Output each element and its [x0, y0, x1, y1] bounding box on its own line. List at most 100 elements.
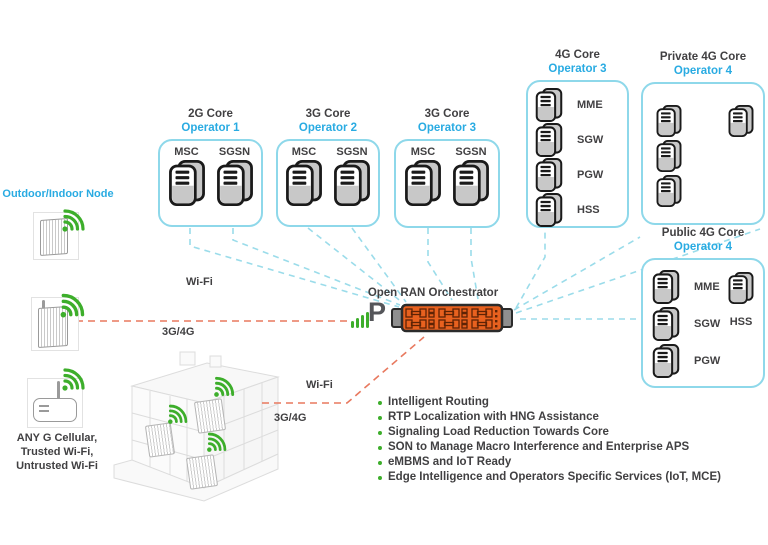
wifi-signal-icon	[212, 376, 235, 399]
line-2gcore-msc	[189, 228, 400, 308]
server-icon	[656, 140, 682, 172]
server-icon	[652, 270, 680, 304]
server-icon	[334, 160, 370, 206]
router-device	[27, 378, 83, 428]
indoor-access-point	[185, 454, 219, 490]
line-2gcore-sgsn	[232, 228, 401, 306]
feature-item: Signaling Load Reduction Towards Core	[378, 425, 760, 440]
server-icon	[535, 158, 563, 192]
corebox-3g-op3: MSC SGSN	[394, 139, 500, 228]
server-icon	[535, 193, 563, 227]
line-3gcore2-msc	[307, 227, 404, 304]
orchestrator-appliance-icon	[391, 303, 513, 333]
server-label: SGW	[577, 134, 604, 146]
core-title: Private 4G Core	[659, 51, 747, 63]
parallel-wireless-logo: P	[351, 297, 387, 331]
corebox-public-4g: MME SGW PGW HSS	[641, 258, 765, 388]
wifi-signal-icon	[205, 432, 227, 454]
server-column: MSC	[285, 146, 323, 225]
core-title-public-4g: Public 4G Core Operator 4	[641, 227, 765, 254]
core-title: Public 4G Core	[661, 227, 745, 239]
operator-label: Operator 4	[673, 64, 733, 77]
server-icon	[728, 105, 754, 137]
caption-line: Untrusted Wi-Fi	[16, 460, 98, 472]
server-label: MSC	[174, 146, 199, 158]
server-row: HSS	[534, 193, 600, 227]
server-row: PGW	[651, 344, 720, 378]
line-3gcore2-sgsn	[351, 227, 407, 303]
feature-text: Signaling Load Reduction Towards Core	[388, 426, 609, 438]
server-label: HSS	[577, 204, 600, 216]
server-column: SGSN	[333, 146, 371, 225]
core-title: 4G Core	[555, 49, 600, 61]
any-g-caption: ANY G Cellular, Trusted Wi-Fi, Untrusted…	[0, 431, 114, 473]
server-icon	[453, 160, 489, 206]
bullet-icon	[378, 446, 382, 450]
server-row: MME	[651, 270, 720, 304]
wifi-link-label: Wi-Fi	[186, 276, 213, 288]
server-icon	[656, 175, 682, 207]
core-title: 3G Core	[424, 108, 470, 120]
line-3gcore3-sgsn	[470, 228, 479, 300]
corebox-3g-op2: MSC SGSN	[276, 139, 380, 227]
antenna	[57, 381, 60, 399]
feature-item: RTP Localization with HNG Assistance	[378, 410, 760, 425]
server-label: MSC	[410, 146, 436, 158]
feature-text: Edge Intelligence and Operators Specific…	[388, 471, 721, 483]
signal-bars-icon	[351, 312, 369, 328]
feature-item: eMBMS and IoT Ready	[378, 455, 760, 470]
server-label: SGSN	[455, 146, 487, 158]
server-icon	[656, 105, 682, 137]
server-column: SGSN	[452, 146, 490, 226]
operator-label: Operator 1	[181, 121, 240, 134]
logo-letter: P	[368, 297, 387, 327]
antenna	[42, 300, 45, 309]
caption-line: ANY G Cellular,	[16, 432, 98, 444]
server-row: MME	[534, 88, 603, 122]
wifi-link-label: Wi-Fi	[306, 379, 333, 391]
server-icon	[652, 307, 680, 341]
server-column: MSC	[404, 146, 442, 226]
corebox-2g-op1: MSC SGSN	[158, 139, 263, 227]
server-icon	[168, 160, 205, 206]
core-title-3g-op2: 3G Core Operator 2	[276, 108, 380, 135]
cellular-node-device	[31, 297, 79, 351]
feature-text: SON to Manage Macro Interference and Ent…	[388, 441, 690, 453]
server-label: MME	[577, 99, 603, 111]
server-row: PGW	[534, 158, 603, 192]
caption-line: Trusted Wi-Fi,	[20, 446, 94, 458]
server-label: PGW	[577, 169, 604, 181]
operator-label: Operator 4	[673, 240, 733, 253]
server-label: MME	[694, 281, 720, 293]
server-icon	[286, 160, 322, 206]
line-private-4g-left	[513, 236, 641, 311]
router-detail	[39, 405, 49, 407]
server-icon	[216, 160, 253, 206]
router-detail	[39, 410, 49, 412]
server-row: SGW	[534, 123, 603, 157]
server-icon	[535, 123, 563, 157]
feature-item: Edge Intelligence and Operators Specific…	[378, 470, 760, 485]
bullet-icon	[378, 401, 382, 405]
feature-item: SON to Manage Macro Interference and Ent…	[378, 440, 760, 455]
bullet-icon	[378, 416, 382, 420]
server-icon	[728, 272, 754, 304]
server-icon	[652, 344, 680, 378]
server-label: SGSN	[218, 146, 251, 158]
wifi-signal-icon	[166, 404, 188, 426]
server-column: SGSN	[216, 146, 254, 225]
feature-text: Intelligent Routing	[388, 396, 489, 408]
server-label: HSS	[729, 316, 753, 328]
wifi-signal-icon	[60, 209, 85, 234]
router-body	[33, 398, 77, 422]
corebox-private-4g	[641, 82, 765, 225]
operator-label: Operator 3	[548, 62, 607, 75]
line-3gcore3-msc	[427, 228, 453, 301]
bullet-icon	[378, 461, 382, 465]
core-title: 2G Core	[188, 108, 233, 120]
operator-label: Operator 3	[417, 121, 477, 134]
orchestrator-label: Open RAN Orchestrator	[367, 287, 499, 299]
core-title-3g-op3: 3G Core Operator 3	[394, 108, 500, 135]
